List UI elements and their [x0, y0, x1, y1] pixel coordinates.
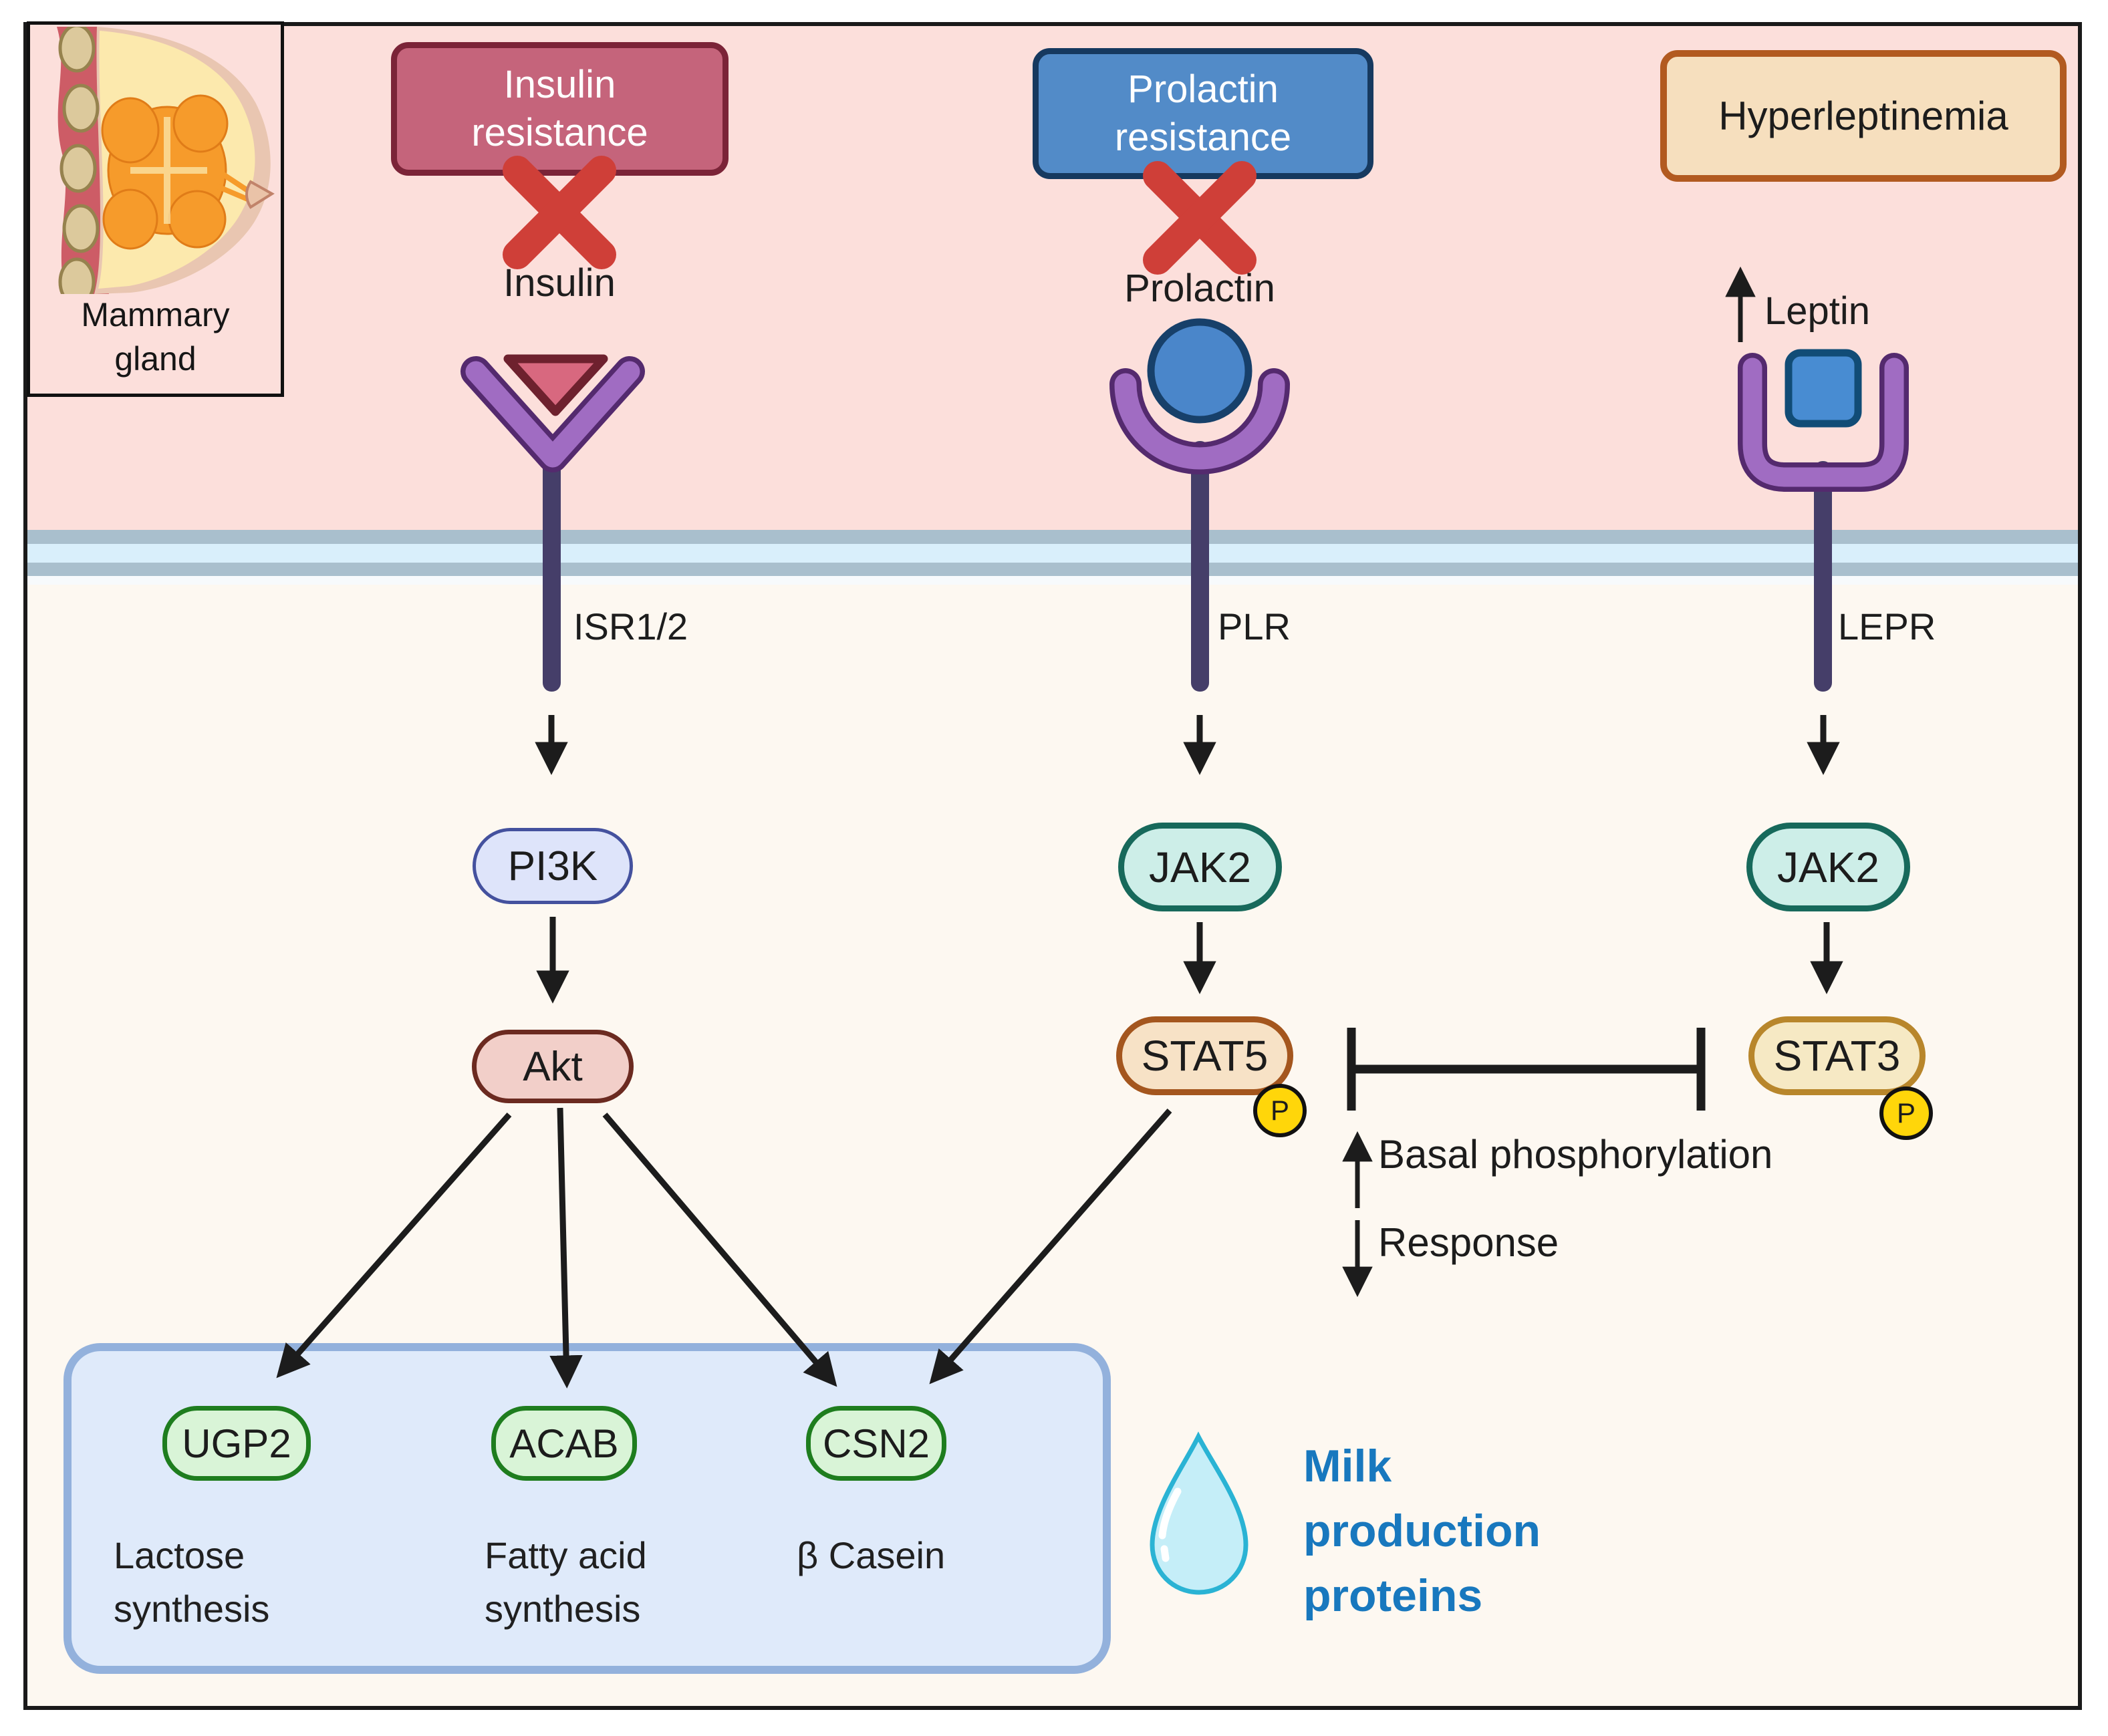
pi3k-node: PI3K	[473, 828, 633, 904]
prolactin-resistance-line2: resistance	[1114, 116, 1292, 159]
membrane-gap	[27, 576, 2078, 585]
plr-receptor-label: PLR	[1218, 605, 1291, 647]
insulin-resistance-line1: Insulin	[503, 63, 616, 106]
acab-gene-pill: ACAB	[491, 1406, 637, 1481]
hyperleptinemia-label: Hyperleptinemia	[1718, 93, 2008, 138]
membrane-core	[27, 544, 2078, 563]
mammary-label-line1: Mammary	[81, 296, 230, 333]
fatty-acid-synthesis-label: Fatty acid synthesis	[485, 1529, 647, 1636]
fatty-line1: Fatty acid	[485, 1534, 647, 1576]
isr12-receptor-label: ISR1/2	[573, 605, 688, 647]
beta-casein-line1: β Casein	[797, 1534, 946, 1576]
akt-node: Akt	[472, 1030, 634, 1103]
lepr-receptor-label: LEPR	[1838, 605, 1936, 647]
mammary-inset-label: Mammary gland	[27, 293, 284, 381]
membrane-inner-leaflet	[27, 563, 2078, 576]
membrane-outer-leaflet	[27, 530, 2078, 544]
milk-line1: Milk	[1303, 1441, 1392, 1491]
prolactin-resistance-box: Prolactin resistance	[1033, 48, 1373, 179]
prolactin-ligand-label: Prolactin	[1124, 267, 1275, 310]
prolactin-resistance-line1: Prolactin	[1128, 67, 1279, 111]
lactose-synthesis-label: Lactose synthesis	[114, 1529, 269, 1636]
ugp2-gene-pill: UGP2	[162, 1406, 311, 1481]
lactose-line1: Lactose	[114, 1534, 245, 1576]
hyperleptinemia-box: Hyperleptinemia	[1660, 50, 2067, 182]
jak2-node-leptin: JAK2	[1746, 823, 1910, 911]
csn2-gene-pill: CSN2	[806, 1406, 946, 1481]
stat5-node: STAT5	[1116, 1016, 1293, 1095]
mammary-label-line2: gland	[114, 340, 196, 378]
diagram-frame	[23, 22, 2082, 1710]
insulin-resistance-box: Insulin resistance	[391, 42, 729, 176]
jak2-node-prolactin: JAK2	[1118, 823, 1282, 911]
response-label: Response	[1378, 1220, 1559, 1265]
stat3-phospho-badge: P	[1879, 1087, 1933, 1140]
lactose-line2: synthesis	[114, 1588, 270, 1630]
milk-production-label: Milk production proteins	[1303, 1434, 1541, 1628]
fatty-line2: synthesis	[485, 1588, 641, 1630]
milk-proteins-box	[63, 1343, 1111, 1674]
milk-line2: production	[1303, 1505, 1541, 1556]
insulin-resistance-line2: resistance	[471, 111, 648, 154]
stat3-node: STAT3	[1748, 1016, 1926, 1095]
insulin-ligand-label: Insulin	[503, 261, 616, 305]
basal-phosphorylation-label: Basal phosphorylation	[1378, 1132, 1773, 1177]
stat5-phospho-badge: P	[1253, 1084, 1307, 1137]
beta-casein-label: β Casein	[797, 1529, 945, 1582]
milk-line3: proteins	[1303, 1570, 1483, 1621]
leptin-ligand-label: Leptin	[1764, 289, 1871, 333]
